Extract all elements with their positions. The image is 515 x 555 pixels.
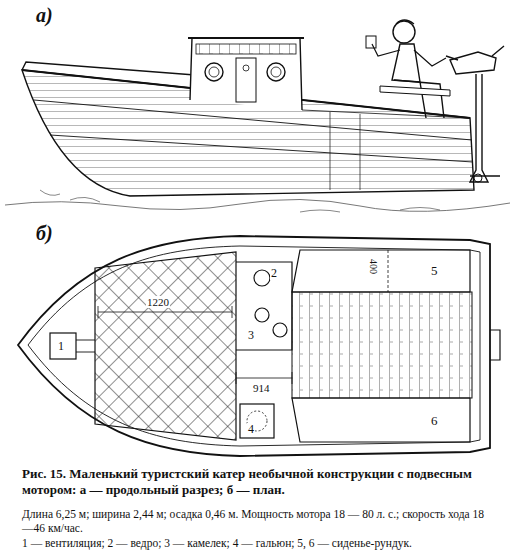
callout-number: 6 — [430, 414, 439, 428]
view-label: а) — [36, 4, 53, 26]
callout-number: 1 — [57, 340, 65, 353]
side-view — [5, 20, 510, 212]
callout-number: 5 — [430, 264, 439, 278]
legend-note: 1 — вентиляция; 2 — ведро; 3 — камелек; … — [22, 537, 502, 551]
view-label: б) — [36, 222, 53, 244]
dimension-label: 1220 — [146, 296, 170, 308]
callout-number: 3 — [247, 329, 255, 342]
specification-note: Длина 6,25 м; ширина 2,44 м; осадка 0,46… — [22, 508, 492, 536]
dimension-label: 400 — [368, 258, 379, 275]
dimension-label: 914 — [252, 382, 271, 394]
callout-number: 4 — [247, 423, 255, 436]
plan-view — [18, 236, 500, 456]
callout-number: 2 — [270, 267, 278, 280]
figure-caption: Рис. 15. Маленький туристский катер необ… — [22, 466, 477, 497]
